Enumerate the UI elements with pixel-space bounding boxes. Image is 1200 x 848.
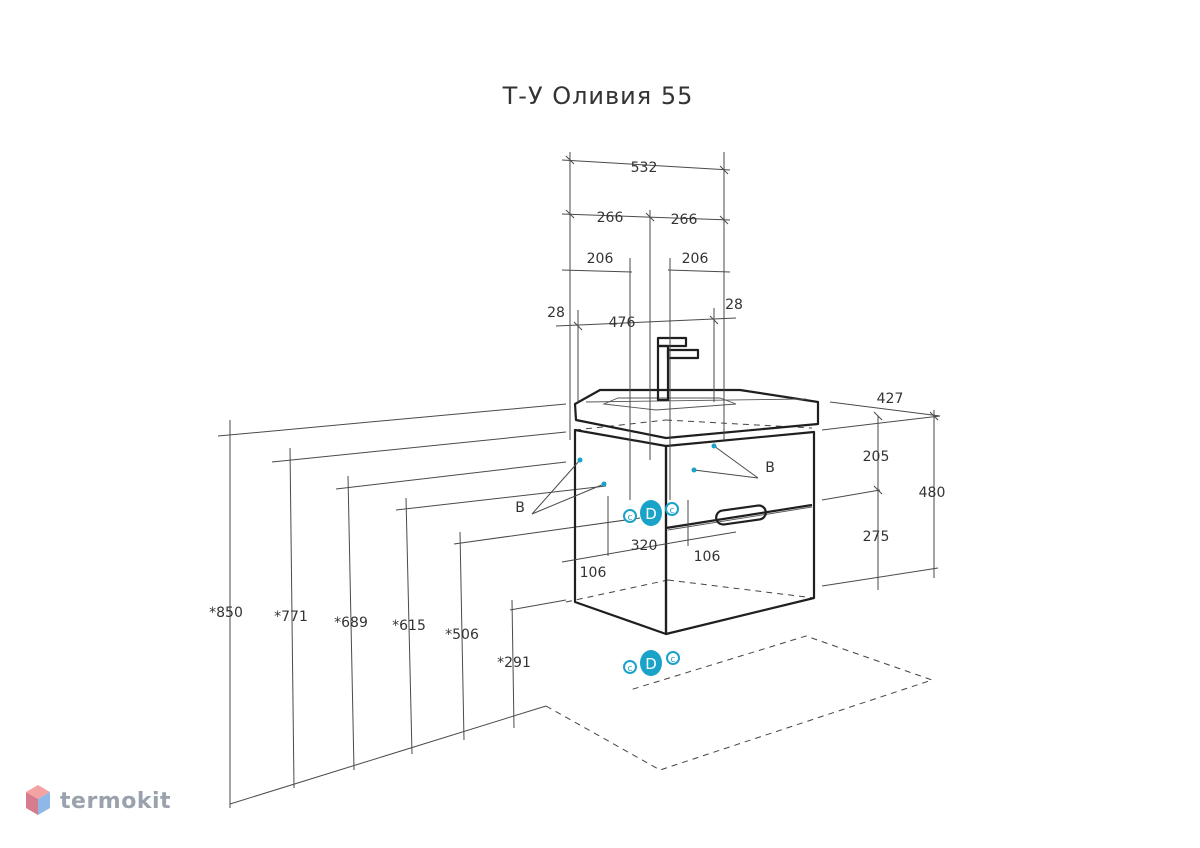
dimension-labels: 532 266 266 206 206 28 28 476 427 205 27… [209, 160, 945, 671]
dim-506: *506 [445, 627, 479, 643]
dim-427: 427 [877, 391, 904, 407]
floor-footprint [545, 419, 934, 771]
height-dimensions [229, 420, 515, 808]
dim-615: *615 [392, 618, 426, 634]
dim-480: 480 [919, 485, 946, 501]
faucet-icon [656, 336, 700, 402]
perspective-guides [217, 403, 941, 805]
dim-320: 320 [631, 538, 658, 554]
point-b4 [711, 443, 717, 449]
top-dimensions [555, 152, 737, 500]
dim-206-left: 206 [587, 251, 614, 267]
label-b-right: B [765, 460, 775, 476]
dim-266-left: 266 [597, 210, 624, 226]
brand-name: termokit [60, 788, 172, 814]
d-label-1: D [645, 505, 657, 523]
connection-points: c D c c D c [577, 443, 717, 676]
point-b1 [577, 457, 583, 463]
dim-291: *291 [497, 655, 531, 671]
dim-850: *850 [209, 605, 243, 621]
washbasin [573, 388, 820, 440]
dim-532: 532 [631, 160, 658, 176]
drawing-title: Т-У Оливия 55 [502, 82, 694, 110]
dim-106-right: 106 [694, 549, 721, 565]
dim-275: 275 [863, 529, 890, 545]
dim-106-left: 106 [580, 565, 607, 581]
point-b3 [691, 467, 697, 473]
brand-logo: termokit [24, 783, 171, 819]
drawer-handle [715, 504, 767, 526]
dim-266-right: 266 [671, 212, 698, 228]
outlet-wall: c D c [623, 500, 679, 526]
dim-205: 205 [863, 449, 890, 465]
label-b-left: B [515, 500, 525, 516]
tick-marks [565, 155, 939, 495]
right-dimensions [829, 401, 941, 590]
dim-689: *689 [334, 615, 368, 631]
dim-28-right: 28 [725, 297, 743, 313]
dim-476: 476 [609, 315, 636, 331]
c-label-3: c [628, 664, 633, 674]
dim-28-left: 28 [547, 305, 565, 321]
d-label-2: D [645, 655, 657, 673]
cabinet [573, 428, 816, 636]
cube-icon [26, 785, 50, 815]
dim-771: *771 [274, 609, 308, 625]
c-label-1: c [628, 513, 633, 523]
dim-206-right: 206 [682, 251, 709, 267]
c-label-2: c [670, 506, 675, 516]
outlet-floor: c D c [623, 650, 680, 676]
leader-lines [531, 445, 759, 563]
c-label-4: c [671, 655, 676, 665]
point-b2 [601, 481, 607, 487]
